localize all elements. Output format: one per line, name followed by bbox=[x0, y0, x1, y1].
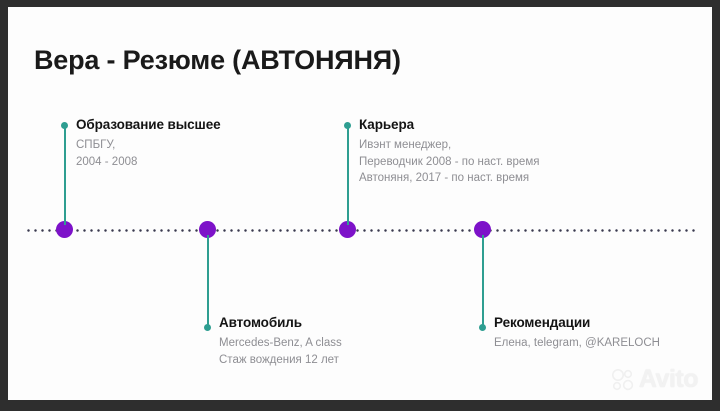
entry-heading: Карьера bbox=[359, 117, 415, 132]
timeline-entry-career: Карьера Ивэнт менеджер, Переводчик 2008 … bbox=[359, 117, 565, 187]
timeline-stem bbox=[346, 125, 349, 225]
timeline-stem bbox=[63, 125, 66, 225]
slide-canvas: Вера - Резюме (АВТОНЯНЯ) Образование выс… bbox=[8, 7, 712, 400]
page-title: Вера - Резюме (АВТОНЯНЯ) bbox=[34, 45, 401, 75]
timeline-hub-dot[interactable] bbox=[474, 221, 491, 238]
entry-line: Mercedes-Benz, A class bbox=[219, 337, 342, 349]
entry-line: 2004 - 2008 bbox=[76, 155, 138, 168]
entry-line: Автоняня, 2017 - по наст. время bbox=[359, 172, 530, 184]
timeline-cap-dot bbox=[204, 324, 211, 331]
timeline-entry-education: Образование высшее СПБГУ, 2004 - 2008 bbox=[76, 117, 221, 170]
entry-heading: Образование высшее bbox=[76, 117, 221, 132]
avito-logo-icon bbox=[611, 368, 634, 390]
timeline-cap-dot bbox=[61, 122, 68, 129]
timeline-hub-dot[interactable] bbox=[199, 221, 216, 238]
entry-line: Ивэнт менеджер, bbox=[359, 139, 452, 151]
timeline-hub-dot[interactable] bbox=[56, 221, 73, 238]
timeline-entry-references: Рекомендации Елена, telegram, @KARELOCH bbox=[494, 315, 660, 352]
entry-heading: Рекомендации bbox=[494, 315, 591, 330]
timeline-entry-car: Автомобиль Mercedes-Benz, A class Стаж в… bbox=[219, 315, 342, 368]
timeline-stem bbox=[206, 235, 209, 327]
avito-watermark-text: Avito bbox=[638, 365, 699, 393]
timeline-cap-dot bbox=[344, 122, 351, 129]
entry-line: Стаж вождения 12 лет bbox=[219, 353, 339, 366]
entry-line: СПБГУ, bbox=[76, 139, 116, 151]
entry-heading: Автомобиль bbox=[219, 315, 302, 330]
timeline-stem bbox=[481, 235, 484, 327]
timeline-axis bbox=[25, 229, 697, 232]
entry-line: Переводчик 2008 - по наст. время bbox=[359, 155, 540, 168]
timeline-cap-dot bbox=[479, 324, 486, 331]
timeline-hub-dot[interactable] bbox=[339, 221, 356, 238]
entry-line: Елена, telegram, @KARELOCH bbox=[494, 337, 660, 349]
avito-watermark: Avito bbox=[610, 365, 699, 394]
